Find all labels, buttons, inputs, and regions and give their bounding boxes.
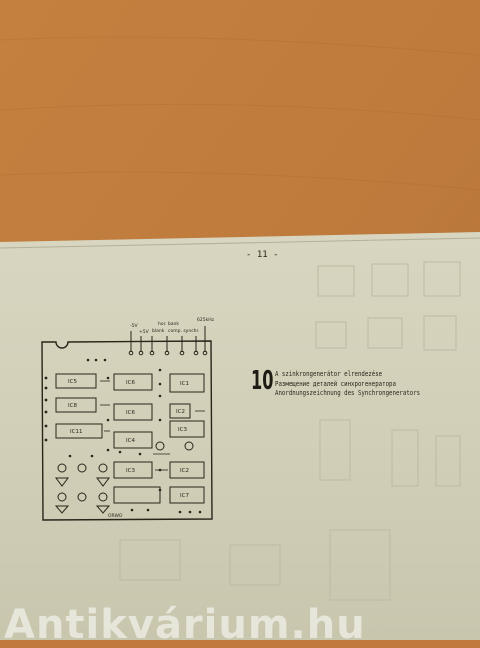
- show-through-ghost: [119, 261, 461, 601]
- svg-text:IC3: IC3: [126, 468, 135, 474]
- watermark: Antikvárium.hu: [4, 602, 366, 648]
- chip-labels: IC5 IC6 IC1 IC8 IC6 IC2 IC11 IC4 IC3 IC2…: [68, 379, 189, 499]
- svg-text:IC2: IC2: [180, 468, 189, 474]
- pcb-outline: [41, 340, 213, 521]
- open-booklet-paper: [0, 232, 480, 640]
- signal-label-plus5v: +5V: [139, 330, 149, 335]
- signal-label-blank: blank: [152, 329, 165, 334]
- chip-g1: [169, 420, 205, 438]
- svg-text:IC4: IC4: [126, 438, 135, 444]
- svg-text:IC2: IC2: [176, 409, 185, 415]
- caption-german: Anordnungszeichnung des Synchrongenerato…: [275, 389, 421, 397]
- signal-label-hor-bank: hor. bank: [158, 322, 179, 327]
- chip-ic7: [169, 486, 205, 504]
- chip-ic6-b: [113, 403, 153, 421]
- chip-ic5: [55, 373, 97, 389]
- wood-grain: [0, 36, 480, 191]
- signal-label-minus5v: -5V: [130, 324, 138, 329]
- svg-text:IC8: IC8: [68, 403, 77, 409]
- caption-hungarian: A szinkrongenerátor elrendezése: [275, 370, 383, 378]
- chip-ic1: [169, 373, 205, 393]
- svg-text:IC3: IC3: [178, 427, 187, 433]
- page-fold: [0, 237, 480, 249]
- chip-ic3: [113, 461, 153, 479]
- chip-ic3-b: [113, 486, 161, 504]
- chip-c1: [169, 403, 191, 419]
- chip-ic6: [113, 373, 153, 391]
- board-traces: [100, 380, 205, 471]
- svg-text:IC11: IC11: [70, 429, 82, 435]
- chip-ic4: [113, 431, 153, 449]
- chip-ic8: [55, 397, 97, 413]
- svg-text:IC7: IC7: [180, 493, 189, 499]
- solder-dots: [44, 358, 202, 514]
- svg-text:IC1: IC1: [180, 381, 189, 387]
- pcb-signal-pins: [128, 326, 208, 356]
- chip-ic11: [55, 423, 103, 439]
- transistors: [54, 441, 194, 514]
- svg-text:IC6: IC6: [126, 380, 135, 386]
- signal-label-comp-synchr: comp. synchr.: [168, 329, 200, 334]
- ic-chips: [55, 373, 205, 504]
- orwo-logo: ORWO: [108, 514, 123, 519]
- figure-number: 10: [251, 366, 274, 396]
- page-number: - 11 -: [246, 250, 279, 260]
- pcb-layout-diagram: [41, 326, 213, 521]
- chip-ic2: [169, 461, 205, 479]
- svg-text:IC5: IC5: [68, 379, 77, 385]
- caption-russian: Размещение деталей синхрогенератора: [275, 380, 396, 388]
- signal-label-625khz: 625kHz: [197, 318, 214, 323]
- svg-text:IC6: IC6: [126, 410, 135, 416]
